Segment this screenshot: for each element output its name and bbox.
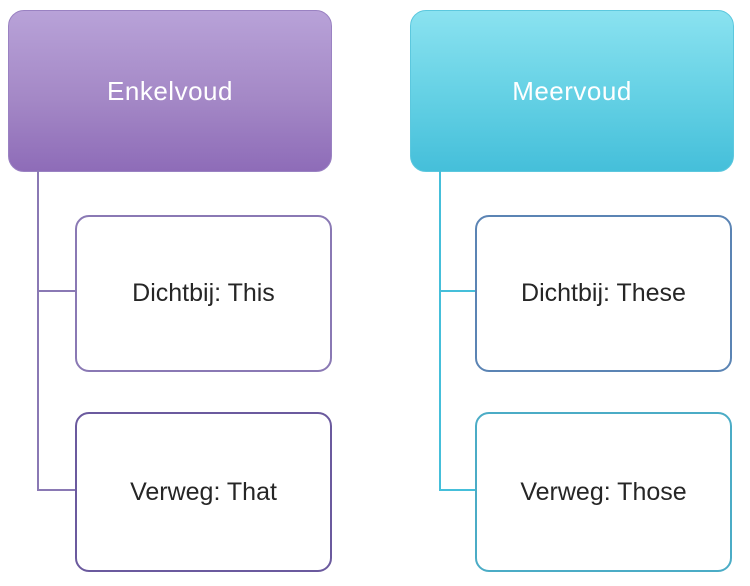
- child-label: Verweg: Those: [520, 477, 687, 506]
- child-box-verweg-those: Verweg: Those: [475, 412, 732, 572]
- meervoud-header-label: Meervoud: [512, 75, 632, 106]
- child-label: Verweg: That: [130, 477, 277, 506]
- left-connector-branch-bottom: [37, 489, 75, 491]
- child-box-verweg-that: Verweg: That: [75, 412, 332, 572]
- meervoud-header-shape: Meervoud: [410, 10, 734, 172]
- right-connector-branch-bottom: [439, 489, 475, 491]
- enkelvoud-header-shape: Enkelvoud: [8, 10, 332, 172]
- left-connector-branch-top: [37, 290, 75, 292]
- enkelvoud-header-label: Enkelvoud: [107, 75, 233, 106]
- child-box-dichtbij-these: Dichtbij: These: [475, 215, 732, 372]
- child-label: Dichtbij: These: [521, 279, 686, 307]
- child-label: Dichtbij: This: [132, 279, 275, 307]
- child-box-dichtbij-this: Dichtbij: This: [75, 215, 332, 372]
- right-connector-vertical-line: [439, 170, 441, 491]
- right-connector-branch-top: [439, 290, 475, 292]
- left-connector-vertical-line: [37, 170, 39, 491]
